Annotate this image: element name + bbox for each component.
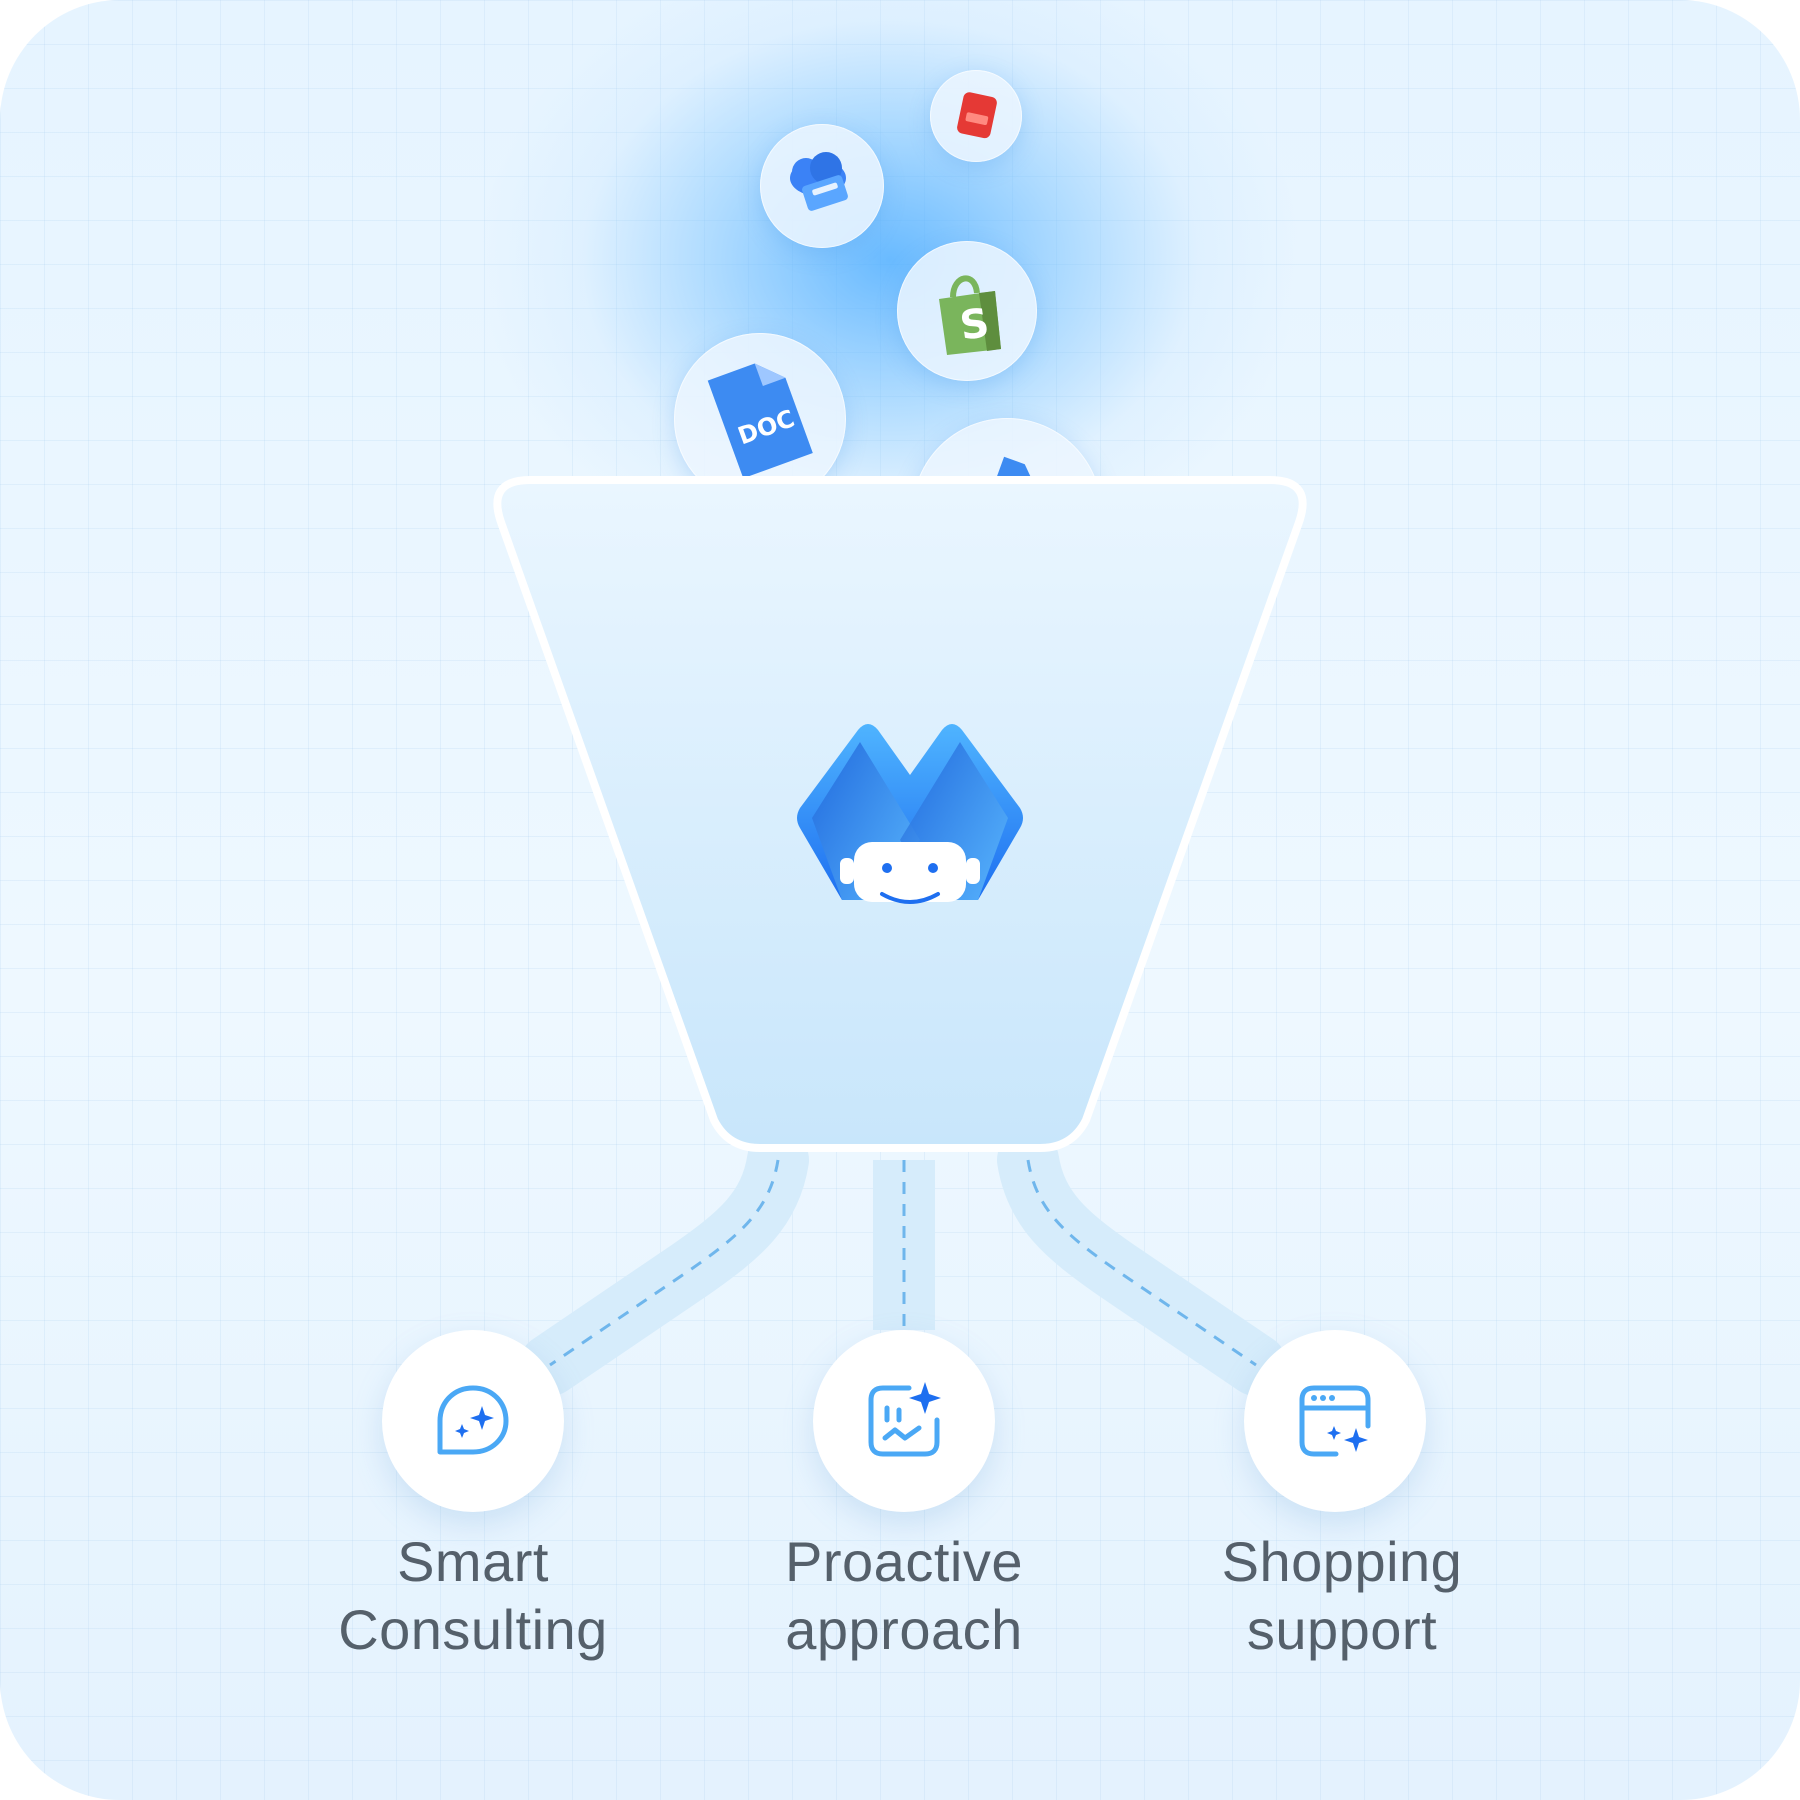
label-line-1: Proactive — [724, 1528, 1084, 1596]
output-label-proactive-approach: Proactive approach — [724, 1528, 1084, 1664]
label-line-2: Consulting — [293, 1596, 653, 1664]
output-node-shopping-support — [1244, 1330, 1426, 1512]
label-line-2: support — [1162, 1596, 1522, 1664]
output-label-shopping-support: Shopping support — [1162, 1528, 1522, 1664]
connector-right — [1028, 1160, 1256, 1365]
label-line-2: approach — [724, 1596, 1084, 1664]
browser-sparkle-icon — [1290, 1376, 1380, 1466]
output-node-smart-consulting — [382, 1330, 564, 1512]
label-line-1: Shopping — [1162, 1528, 1522, 1596]
output-label-smart-consulting: Smart Consulting — [293, 1528, 653, 1664]
connector-left — [550, 1160, 778, 1365]
output-node-proactive-approach — [813, 1330, 995, 1512]
chat-sparkle-icon — [428, 1376, 518, 1466]
label-line-1: Smart — [293, 1528, 653, 1596]
face-sparkle-icon — [859, 1376, 949, 1466]
